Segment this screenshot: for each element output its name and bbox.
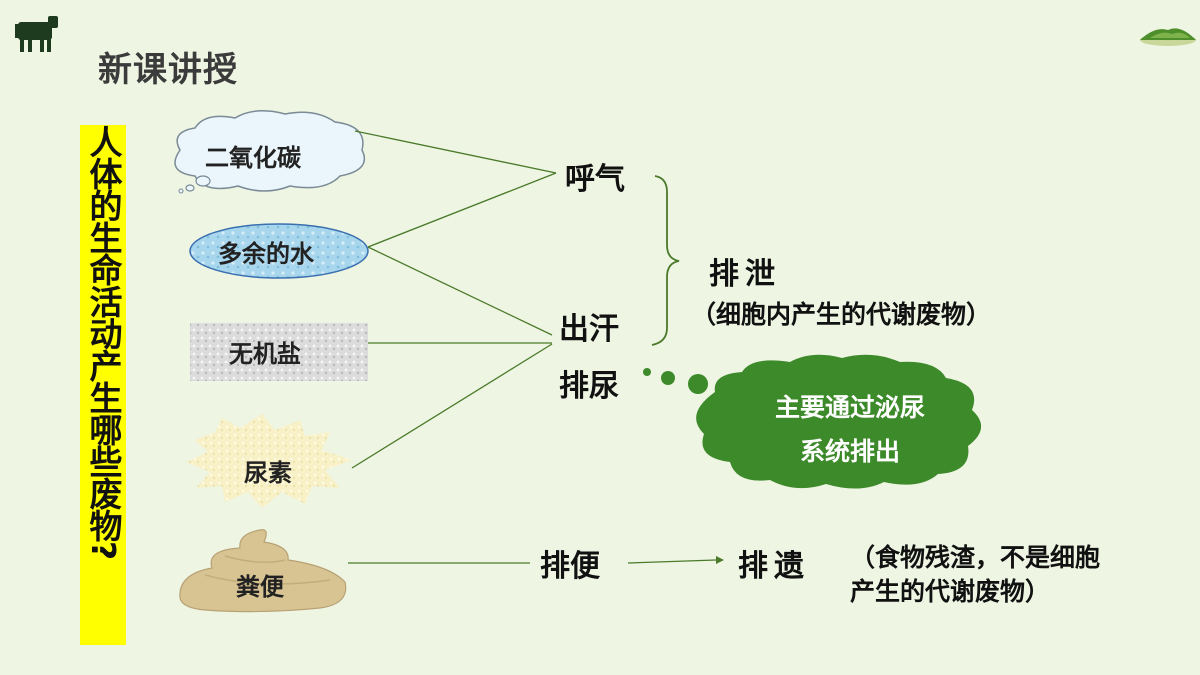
slide-title: 新课讲授 — [98, 50, 238, 90]
line-water-sweat — [367, 246, 553, 336]
line-water-exhale — [367, 172, 557, 248]
source-water-label: 多余的水 — [218, 240, 314, 268]
thought-dot-1 — [643, 368, 651, 376]
pathway-urine-label: 排尿 — [559, 369, 619, 404]
cow-icon — [15, 16, 58, 52]
excretion-brace — [651, 175, 680, 346]
water-ellipse-shape — [189, 223, 369, 279]
green-cloud-shape — [696, 354, 982, 489]
excretion-label: 排泄 — [709, 257, 781, 292]
connector-lines — [348, 130, 557, 564]
thought-dot-2 — [661, 371, 675, 385]
egestion-note: （食物残渣，不是细胞产生的代谢废物） — [850, 543, 1101, 606]
egestion-label: 排遗 — [738, 549, 810, 584]
co2-cloud-shape — [174, 110, 366, 194]
cloud-note: 主要通过泌尿 系统排出 — [730, 386, 970, 474]
feces-shape — [179, 529, 347, 613]
cloud-note-line1: 主要通过泌尿 — [774, 393, 925, 422]
pathway-exhale-label: 呼气 — [565, 162, 625, 197]
arrow-defecate-egestion — [627, 556, 724, 564]
urea-burst-shape — [186, 414, 352, 508]
vertical-question: 人体的生命活动产生哪些废物? — [84, 125, 123, 560]
cloud-note-line2: 系统排出 — [799, 437, 900, 466]
vertical-banner-bg — [80, 125, 126, 645]
source-feces-label: 粪便 — [236, 573, 284, 601]
source-salt-label: 无机盐 — [229, 340, 301, 368]
salt-rect-shape — [190, 323, 368, 381]
hill-icon — [1140, 28, 1196, 46]
pathway-defecate-label: 排便 — [540, 549, 600, 584]
line-co2-exhale — [354, 130, 557, 174]
line-urea-sweat — [351, 343, 553, 469]
source-urea-label: 尿素 — [244, 459, 292, 487]
source-co2-label: 二氧化碳 — [205, 144, 301, 172]
thought-dot-3 — [688, 374, 708, 394]
excretion-note: （细胞内产生的代谢废物） — [691, 300, 992, 329]
pathway-sweat-label: 出汗 — [559, 312, 619, 347]
